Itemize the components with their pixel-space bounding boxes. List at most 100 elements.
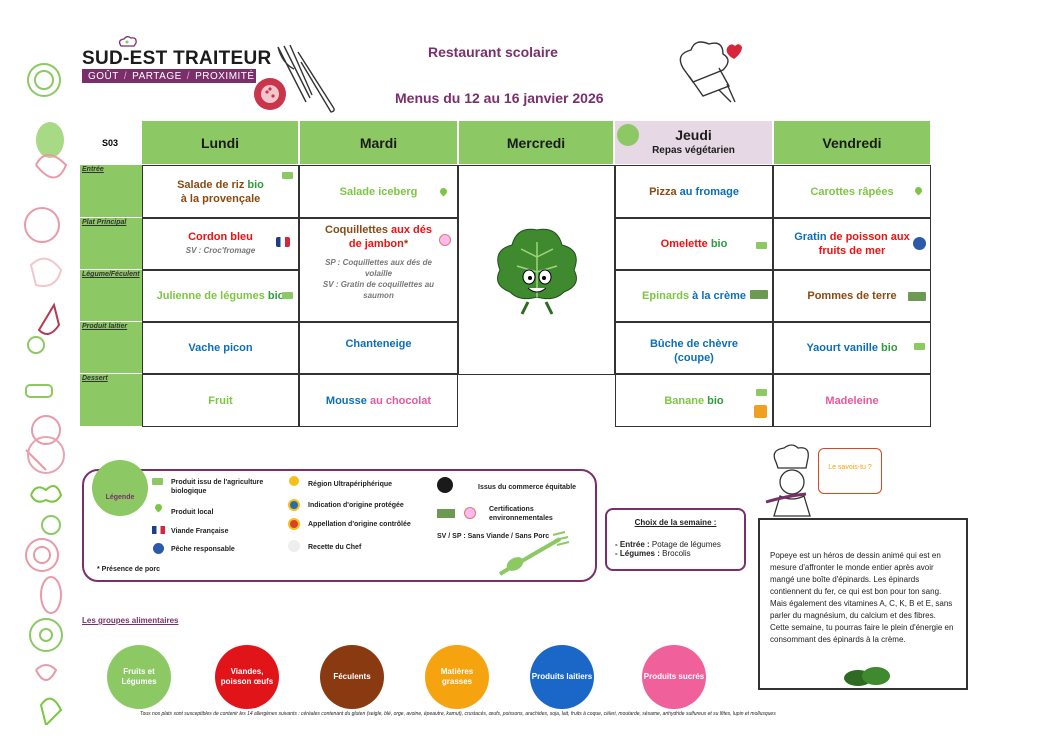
legend-certif: Certifications environnementales	[489, 506, 553, 522]
jeudi-legume: Epinards à la crème	[615, 270, 773, 322]
legend-chef: Recette du Chef	[308, 544, 362, 551]
commerce-equitable-icon	[437, 477, 453, 493]
peche-responsable-icon	[913, 237, 926, 250]
fork-leaf-icon	[498, 531, 570, 576]
legend-igp: Indication d'origine protégée	[308, 502, 404, 509]
lundi-entree-name: Salade de riz	[177, 178, 245, 191]
lundi-plat-name: Cordon bleu	[188, 231, 253, 243]
jeudi-laitier: Bûche de chèvre (coupe)	[615, 322, 773, 374]
mardi-plat-name: Coquillettes	[325, 224, 388, 236]
recette-chef-icon	[288, 540, 300, 552]
choix-legumes: Brocolis	[662, 549, 691, 558]
category-laitier-label: Produit laitier	[82, 323, 128, 330]
lundi-legume: Julienne de légumes bio	[142, 270, 299, 322]
bio-icon	[756, 242, 767, 249]
mardi-plat-detail: aux dés de jambon	[348, 224, 432, 250]
bio-icon	[282, 172, 293, 179]
choix-entree-label: - Entrée :	[615, 540, 650, 549]
lundi-legume-name: Julienne de légumes	[156, 290, 265, 302]
group-label: Féculents	[333, 672, 371, 681]
day-header-jeudi: Jeudi Repas végétarien	[615, 121, 772, 164]
vendredi-laitier: Yaourt vanille bio	[773, 322, 931, 374]
legend-rup: Région Ultrapériphérique	[308, 481, 393, 488]
food-doodles-decoration	[24, 63, 68, 725]
choix-legumes-label: - Légumes :	[615, 549, 660, 558]
mardi-plat-sp: SP : Coquillettes aux dés de volaille	[325, 258, 432, 278]
recette-chef-small-icon	[464, 507, 476, 519]
mardi-porc-mark: *	[403, 238, 409, 250]
vegetarian-badge-icon	[617, 124, 639, 146]
mardi-dessert-detail: au chocolat	[369, 394, 432, 407]
savoir-text: Popeye est un héros de dessin animé qui …	[770, 551, 954, 644]
jeudi-plat-name: Omelette	[660, 238, 708, 250]
group-label: Produits laitiers	[531, 672, 593, 681]
lundi-dessert-name: Fruit	[208, 394, 233, 407]
choix-entree: Potage de légumes	[651, 540, 721, 549]
day-header-mardi: Mardi	[300, 121, 457, 164]
spinach-mascot-icon	[496, 228, 577, 315]
lundi-entree-suffix: à la provençale	[180, 192, 261, 205]
vendredi-legume-name: Pommes de terre	[807, 290, 897, 302]
tagline-partage: PARTAGE	[132, 70, 182, 82]
groups-title: Les groupes alimentaires	[82, 616, 179, 625]
lundi-entree-bio: bio	[247, 178, 264, 191]
vendredi-plat-detail: de poisson aux fruits de mer	[818, 231, 910, 257]
mardi-entree: Salade iceberg	[299, 165, 458, 218]
tagline-gout: GOÛT	[88, 70, 119, 82]
mardi-laitier: Chanteneige	[299, 322, 458, 374]
vendredi-dessert-name: Madeleine	[825, 394, 879, 407]
choix-semaine-box: Choix de la semaine : - Entrée : Potage …	[605, 508, 746, 571]
vendredi-laitier-name: Yaourt vanille	[806, 342, 878, 354]
vendredi-entree-name: Carottes râpées	[810, 185, 894, 198]
vendredi-plat: Gratin de poisson aux fruits de mer	[773, 218, 931, 270]
commerce-equitable-icon	[754, 405, 767, 418]
legend-aoc: Appellation d'origine contrôlée	[308, 521, 411, 528]
choix-title: Choix de la semaine :	[634, 518, 717, 527]
mardi-laitier-name: Chanteneige	[345, 338, 412, 350]
vendredi-laitier-bio: bio	[881, 342, 898, 354]
vendredi-dessert: Madeleine	[773, 374, 931, 427]
lundi-laitier-name: Vache picon	[188, 342, 253, 354]
group-label: Matières grasses	[440, 667, 474, 686]
jeudi-plat: Omelette bio	[615, 218, 773, 270]
category-laitier: Produit laitier	[80, 322, 142, 374]
category-entree-label: Entrée	[82, 166, 104, 173]
group-label: Produits sucrés	[643, 672, 705, 681]
certification-env-icon	[437, 509, 455, 518]
mardi-dessert-name: Mousse	[325, 394, 367, 407]
category-entree: Entrée	[80, 165, 142, 218]
allergen-footer: Tous nos plats sont susceptibles de cont…	[140, 711, 776, 717]
aoc-icon	[288, 518, 300, 530]
group-feculents: Féculents	[320, 645, 384, 709]
vendredi-legume: Pommes de terre	[773, 270, 931, 322]
group-sucres: Produits sucrés	[642, 645, 706, 709]
legend-title-bubble: Légende	[92, 460, 148, 516]
page-title: Restaurant scolaire	[428, 44, 558, 60]
group-label: Viandes, poisson œufs	[220, 667, 274, 686]
group-viandes: Viandes, poisson œufs	[215, 645, 279, 709]
recette-chef-icon	[439, 234, 451, 246]
vendredi-plat-name: Gratin	[794, 231, 827, 243]
certification-env-icon	[750, 290, 768, 299]
jeudi-label: Jeudi	[675, 126, 712, 143]
chef-hat-logo-icon	[117, 36, 139, 50]
category-plat: Plat Principal	[80, 218, 142, 270]
legend-porc: * Présence de porc	[97, 566, 161, 573]
igp-icon	[288, 499, 300, 511]
brand-tagline: GOÛT/ PARTAGE/ PROXIMITÉ	[82, 69, 256, 83]
lundi-legume-bio: bio	[267, 290, 285, 302]
day-header-lundi: Lundi	[142, 121, 298, 164]
mardi-plat-sv: SV : Gratin de coquillettes au saumon	[322, 280, 435, 300]
viande-francaise-icon	[152, 526, 165, 534]
jeudi-dessert-bio: bio	[707, 394, 724, 407]
bio-icon	[152, 478, 163, 485]
category-dessert-label: Dessert	[82, 375, 108, 382]
spinach-leaves-icon	[844, 667, 890, 686]
category-plat-label: Plat Principal	[82, 219, 127, 226]
savoir-bubble-text: Le savois-tu ?	[828, 464, 872, 471]
bio-icon	[282, 292, 293, 299]
category-legume-label: Légume/Féculent	[82, 271, 140, 278]
legend-local: Produit local	[171, 509, 214, 516]
savoir-bubble: Le savois-tu ?	[818, 448, 882, 494]
jeudi-legume-name: Epinards	[642, 290, 690, 302]
